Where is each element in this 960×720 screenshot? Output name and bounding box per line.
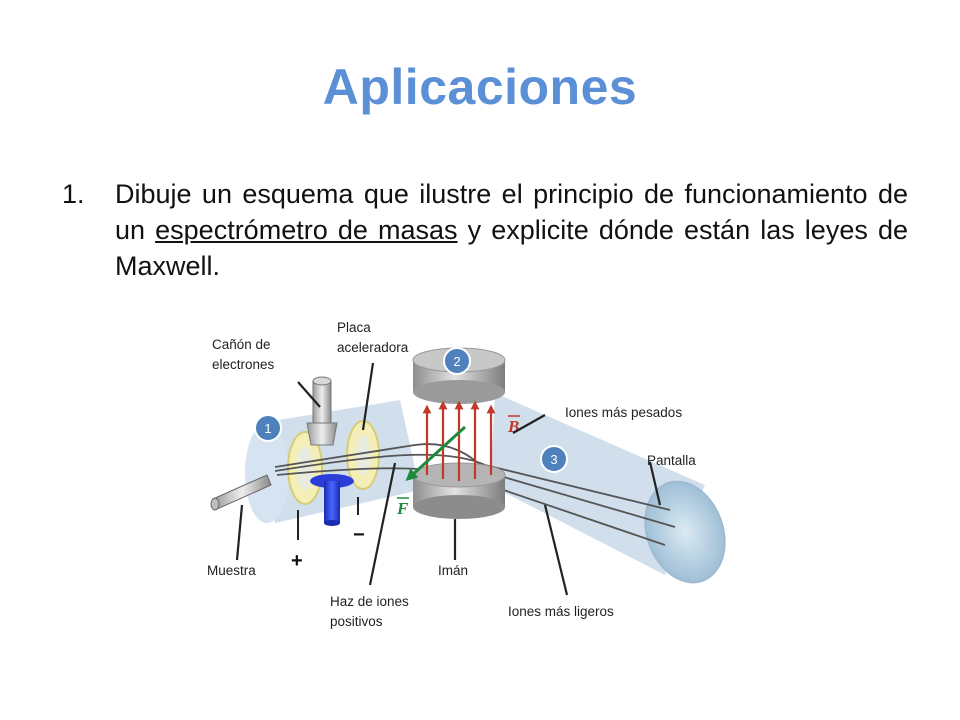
force-arrow [405,425,467,482]
polarity-markers: + − [291,497,365,572]
magnetic-field-arrows [422,400,496,481]
label-screen: Pantalla [647,453,696,468]
minus-sign: − [353,524,365,546]
badge-2-number: 2 [453,354,460,369]
mass-spectrometer-diagram: B F + − Cañón de electrones Placa aceler… [207,320,726,629]
question-text: Dibuje un esquema que ilustre el princip… [115,176,908,284]
accelerating-plates [287,420,380,505]
label-magnet: Imán [438,563,468,578]
question-number: 1. [62,179,85,209]
label-light-ions: Iones más ligeros [508,604,614,619]
detector-screen [644,480,726,584]
badge-2: 2 [443,347,471,375]
leader-lines [235,362,662,596]
sample-rod [210,474,272,511]
force-f-symbol: F [396,499,409,518]
question-item: 1. Dibuje un esquema que ilustre el prin… [62,176,908,284]
plus-sign: + [291,550,303,572]
label-beam-1: Haz de iones [330,594,409,609]
label-sample: Muestra [207,563,256,578]
badge-1: 1 [254,414,282,442]
label-electron-gun-1: Cañón de [212,337,271,352]
electron-gun [306,376,354,526]
question-text-end: y explicite dónde están las leyes de Max… [115,215,908,281]
label-electron-gun-2: electrones [212,357,275,372]
badge-3-number: 3 [550,452,557,467]
question-text-start: Dibuje un esquema que ilustre el princip… [115,179,908,245]
badge-1-number: 1 [264,421,271,436]
slide-title: Aplicaciones [322,59,638,115]
label-plate-1: Placa [337,320,371,335]
label-beam-2: positivos [330,614,383,629]
badge-3: 3 [540,445,568,473]
label-plate-2: aceleradora [337,340,409,355]
underlined-term: espectrómetro de masas [155,215,458,245]
label-heavy-ions: Iones más pesados [565,405,682,420]
